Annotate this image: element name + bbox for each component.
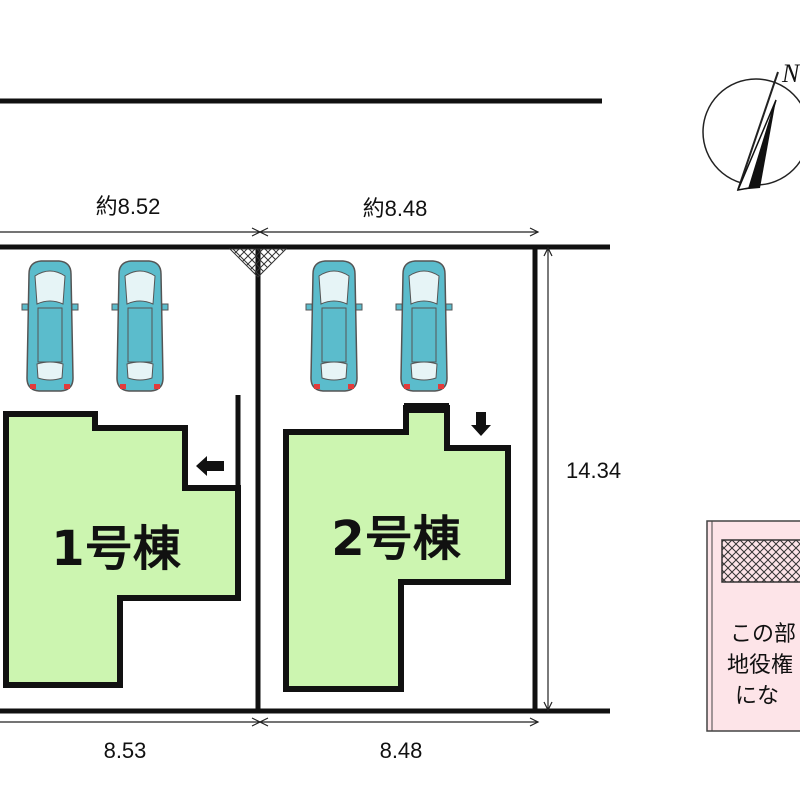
top-dimension-line bbox=[0, 227, 540, 237]
legend-hatch-swatch bbox=[721, 539, 800, 583]
entrance-arrow-icon bbox=[196, 456, 224, 476]
parking-car-2 bbox=[111, 260, 169, 392]
north-compass: N bbox=[702, 59, 800, 191]
legend-line-3: にな bbox=[735, 684, 779, 709]
building-2: 2号棟 bbox=[283, 403, 511, 692]
dim-bottom-left: 8.53 bbox=[104, 738, 147, 763]
parking-car-4 bbox=[395, 260, 453, 392]
dim-top-right: 約8.48 bbox=[363, 196, 428, 221]
building-1: 1号棟 bbox=[3, 395, 241, 688]
dim-right-depth: 14.34 bbox=[566, 458, 621, 483]
entrance-arrow-icon bbox=[471, 412, 491, 436]
bottom-dimension-line bbox=[0, 717, 540, 727]
parking-car-3 bbox=[305, 260, 363, 392]
building-1-label: 1号棟 bbox=[51, 521, 181, 577]
dim-top-left: 約8.52 bbox=[96, 194, 161, 219]
depth-dimension-line bbox=[543, 246, 553, 712]
easement-legend: この部 地役権 にな bbox=[706, 520, 800, 732]
legend-line-1: この部 bbox=[730, 622, 796, 647]
parking-car-1 bbox=[21, 260, 79, 392]
north-label: N bbox=[781, 59, 800, 88]
legend-line-2: 地役権 bbox=[727, 653, 793, 678]
dim-bottom-right: 8.48 bbox=[380, 738, 423, 763]
building-2-label: 2号棟 bbox=[331, 511, 461, 567]
easement-hatch bbox=[228, 248, 288, 278]
